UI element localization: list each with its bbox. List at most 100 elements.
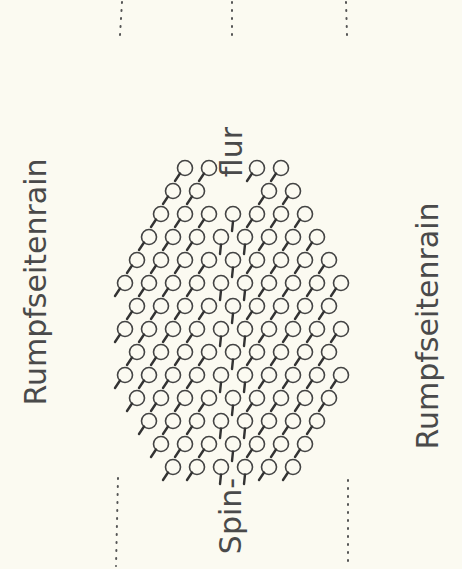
bristle-socket [238,368,253,383]
bristle-symbol [187,414,205,435]
bristle-symbol [175,391,193,412]
bristle-symbol [175,437,193,458]
bristle-shaft [232,268,233,278]
bristle-symbol [214,368,229,393]
bristle-symbol [238,322,253,347]
bristle-symbol [163,276,181,297]
bristle-symbol [295,437,313,458]
bristle-shaft [175,266,180,274]
boundary-line [346,2,347,35]
bristle-socket [238,322,253,337]
bristle-shaft [295,404,300,412]
region-label: Rumpfseitenrain [413,202,443,449]
bristle-symbol [295,207,313,228]
bristle-shaft [163,243,168,251]
bristle-shaft [139,243,144,251]
bristle-symbol [319,253,337,274]
bristle-shaft [295,266,300,274]
bristle-shaft [247,312,252,320]
bristle-shaft [259,243,264,251]
bristle-symbol [175,161,193,182]
bristle-shaft [115,289,120,297]
bristle-symbol [187,230,205,251]
bristle-symbol [163,368,181,389]
bristle-shaft [187,197,192,205]
bristle-symbol [163,184,181,205]
bristle-shaft [232,222,233,232]
bristle-socket [214,414,229,429]
bristle-shaft [283,381,288,389]
bristle-symbol [214,322,229,347]
bristle-symbol [307,230,325,251]
bristle-socket [238,414,253,429]
bristle-symbol [259,322,277,343]
bristle-shaft [307,289,312,297]
bristle-symbol [238,368,253,393]
bristle-symbol [271,391,289,412]
bristle-shaft [232,406,233,416]
bristle-shaft [199,450,204,458]
bristle-shaft [139,289,144,297]
bristle-symbol [259,368,277,389]
bristle-symbol [151,345,169,366]
bristle-shaft [271,358,276,366]
bristle-symbol [187,184,205,205]
bristle-socket [214,368,229,383]
bristle-symbol [283,322,301,343]
bristle-symbol [319,299,337,320]
bristle-shaft [244,383,245,393]
bristle-symbol [331,276,349,297]
bristle-shaft [127,312,132,320]
bristle-symbol [295,299,313,320]
bristle-shaft [259,473,264,481]
bristle-shaft [175,312,180,320]
bristle-symbol [187,368,205,389]
bristle-shaft [271,174,276,182]
bristle-symbol [238,276,253,301]
bristle-shaft [199,358,204,366]
bristle-symbol [226,207,241,232]
boundary-line [347,480,349,566]
bristle-symbol [226,299,241,324]
bristle-shaft [199,312,204,320]
bristle-symbol [199,253,217,274]
bristle-socket [214,322,229,337]
bristle-symbol [331,368,349,389]
bristle-shaft [247,450,252,458]
bristle-shaft [187,243,192,251]
bristle-symbol [175,299,193,320]
bristle-shaft [283,197,288,205]
bristle-symbol [151,207,169,228]
bristle-shaft [220,383,221,393]
bristle-shaft [271,220,276,228]
bristle-socket [226,391,241,406]
bristle-symbol [307,276,325,297]
bristle-shaft [244,429,245,439]
bristle-symbol [271,207,289,228]
bristle-symbol [331,322,349,343]
bristle-shaft [283,335,288,343]
bristle-symbol [139,414,157,435]
bristle-shaft [247,404,252,412]
bristle-shaft [220,291,221,301]
bristle-symbol [247,161,265,182]
bristle-shaft [232,314,233,324]
bristle-symbol [199,437,217,458]
bristle-symbol [151,253,169,274]
bristle-symbol [151,391,169,412]
bristle-symbol [226,437,241,462]
bristle-symbol [214,230,229,255]
bristle-shaft [319,266,324,274]
boundary-line [231,2,233,40]
bristle-shaft [187,289,192,297]
bristle-symbol [163,322,181,343]
bristle-symbol [271,253,289,274]
bristle-symbol [163,230,181,251]
bristle-shaft [220,245,221,255]
bristle-symbol [307,322,325,343]
bristle-symbol [163,460,181,481]
bristle-socket [226,253,241,268]
bristle-symbol [259,184,277,205]
bristle-shaft [307,243,312,251]
bristle-symbol [271,437,289,458]
